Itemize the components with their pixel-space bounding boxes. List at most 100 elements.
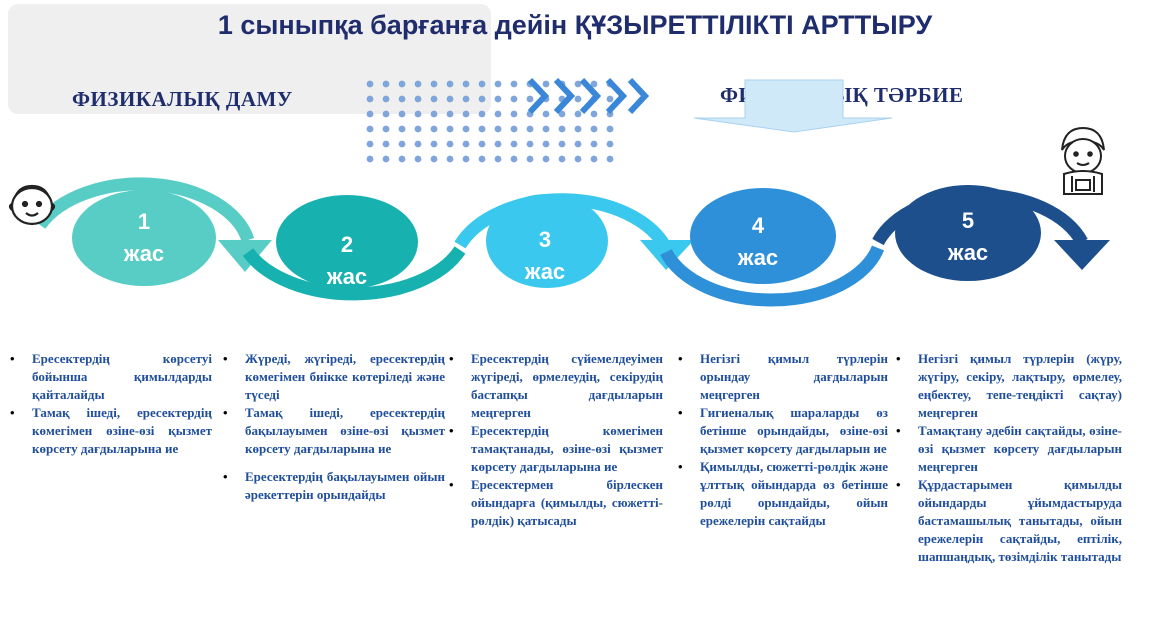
grid-dot (574, 110, 582, 118)
page-title: 1 сыныпқа барғанға дейін ҚҰЗЫРЕТТІЛІКТІ … (217, 10, 933, 40)
grid-dot (414, 140, 422, 148)
grid-dot (494, 95, 502, 103)
grid-dot (558, 110, 566, 118)
grid-dot (462, 95, 470, 103)
grid-dot (414, 125, 422, 133)
grid-dot (478, 140, 486, 148)
stage-label-5: 5 жас (928, 205, 1008, 269)
description-item: Ересектердің сүйемелдеуімен жүгіреді, өр… (449, 350, 663, 422)
grid-dot (510, 95, 518, 103)
grid-dot (446, 95, 454, 103)
description-item: Ересектердің көмегімен тамақтанады, өзін… (449, 422, 663, 476)
grid-dot (398, 80, 406, 88)
left-heading: ФИЗИКАЛЫҚ ДАМУ (72, 87, 293, 111)
grid-dot (542, 110, 550, 118)
grid-dot (462, 140, 470, 148)
grid-dot (382, 140, 390, 148)
grid-dot (494, 80, 502, 88)
grid-dot (430, 95, 438, 103)
grid-dot (462, 110, 470, 118)
grid-dot (542, 140, 550, 148)
stage-number: 3 (538, 227, 552, 252)
grid-dot (414, 155, 422, 163)
description-item: Қимылды, сюжетті-рөлдік және ұлттық ойын… (678, 458, 888, 530)
grid-dot (382, 95, 390, 103)
stage-unit: жас (524, 259, 566, 284)
grid-dot (542, 125, 550, 133)
grid-dot (526, 140, 534, 148)
stage-circle-5 (895, 185, 1041, 281)
grid-dot (574, 155, 582, 163)
stage-circle-1 (72, 190, 216, 286)
grid-dot (542, 155, 550, 163)
stage-unit: жас (123, 241, 165, 266)
grid-dot (430, 125, 438, 133)
stage-unit: жас (737, 245, 779, 270)
grid-dot (398, 110, 406, 118)
dot-grid-pattern (366, 80, 614, 163)
stage-label-4: 4 жас (718, 210, 798, 274)
description-item: Тамақ ішеді, ересектердің бақылауымен өз… (223, 404, 445, 458)
grid-dot (590, 140, 598, 148)
boy-character-icon (1061, 126, 1105, 195)
stage-1-description: Ересектердің көрсетуі бойынша қимылдарды… (10, 350, 212, 458)
arc-1-2 (34, 177, 255, 243)
grid-dot (446, 80, 454, 88)
description-item: Негізгі қимыл түрлерін орындау дағдылары… (678, 350, 888, 404)
stage-4-description: Негізгі қимыл түрлерін орындау дағдылары… (678, 350, 888, 530)
grid-dot (366, 155, 374, 163)
grid-dot (606, 95, 614, 103)
stage-circle-2 (276, 195, 418, 289)
grid-dot (558, 155, 566, 163)
grid-dot (446, 110, 454, 118)
grid-dot (366, 95, 374, 103)
stage-label-3: 3 жас (505, 224, 585, 288)
grid-dot (430, 140, 438, 148)
grid-dot (526, 155, 534, 163)
child-face-icon (8, 184, 56, 226)
grid-dot (574, 125, 582, 133)
stage-number: 4 (751, 213, 765, 238)
grid-dot (398, 125, 406, 133)
grid-dot (462, 125, 470, 133)
description-item: Негізгі қимыл түрлерін (жүру, жүгіру, се… (896, 350, 1122, 422)
arc-4-5 (660, 245, 885, 307)
grid-dot (382, 80, 390, 88)
grid-dot (478, 95, 486, 103)
grid-dot (574, 95, 582, 103)
grid-dot (606, 125, 614, 133)
down-arrow-banner (693, 79, 893, 133)
stage-label-2: 2 жас (307, 229, 387, 293)
grid-dot (446, 155, 454, 163)
grid-dot (510, 80, 518, 88)
grid-dot (478, 155, 486, 163)
stage-2-description: Жүреді, жүгіреді, ересектердің көмегімен… (223, 350, 445, 504)
chevrons-right-icon (527, 77, 650, 115)
stage-unit: жас (326, 264, 368, 289)
grid-dot (446, 125, 454, 133)
grid-dot (478, 110, 486, 118)
grid-dot (590, 80, 598, 88)
grid-dot (366, 125, 374, 133)
arc-2-3 (242, 246, 466, 301)
grid-dot (366, 140, 374, 148)
grid-dot (590, 110, 598, 118)
grid-dot (542, 80, 550, 88)
grid-dot (494, 110, 502, 118)
grid-dot (398, 155, 406, 163)
grid-dot (366, 110, 374, 118)
grid-dot (558, 140, 566, 148)
stage-number: 1 (137, 209, 151, 234)
stage-circle-4 (690, 188, 836, 284)
grid-dot (382, 125, 390, 133)
stage-unit: жас (947, 240, 989, 265)
grid-dot (526, 125, 534, 133)
grid-dot (574, 140, 582, 148)
description-item: Тамақ ішеді, ересектердің көмегімен өзін… (10, 404, 212, 458)
description-item: Құрдастарымен қимылды ойындарды ұйымдаст… (896, 476, 1122, 566)
grid-dot (382, 110, 390, 118)
grid-dot (510, 155, 518, 163)
grid-dot (462, 80, 470, 88)
grid-dot (510, 125, 518, 133)
